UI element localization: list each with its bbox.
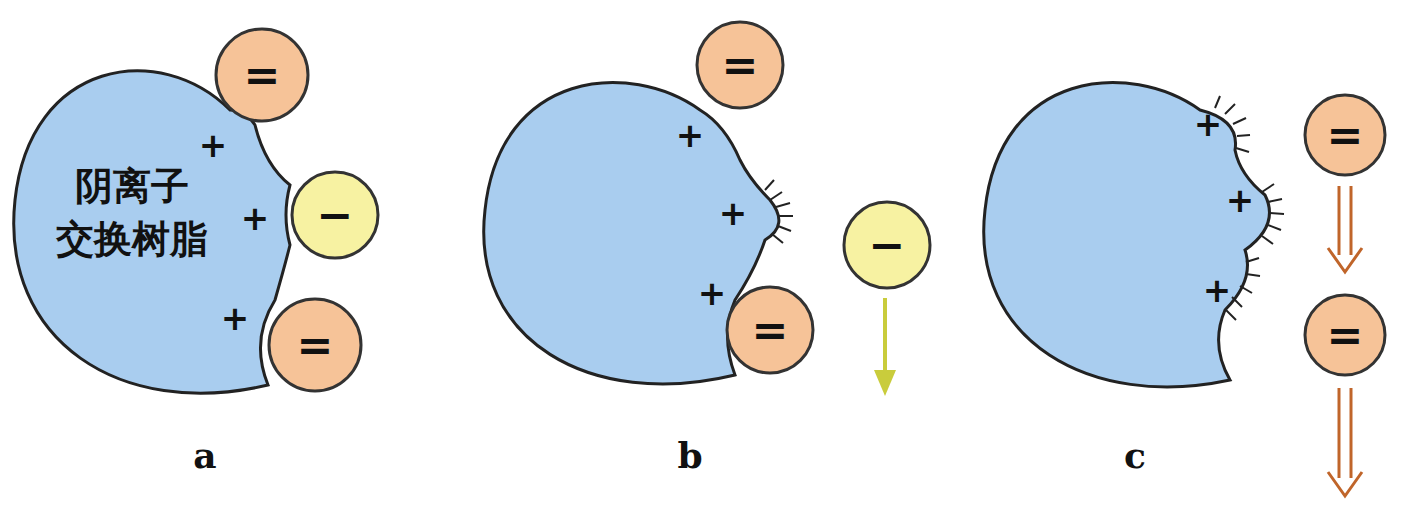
resin-label: 阴离子 交换树脂 [45,160,220,266]
panel-letter: a [193,434,216,476]
charge-sign: = [1327,113,1364,157]
charge-sign: = [297,323,334,367]
anion-circle: = [1303,293,1387,377]
fixed-charge: + [1194,107,1223,141]
anion-circle: − [290,170,380,260]
fixed-charge: + [676,118,705,152]
fixed-charge: + [241,201,270,235]
resin-blob [984,83,1270,387]
fixed-charge: + [698,276,727,310]
anion-circle: = [1303,93,1387,177]
fixed-charge: + [199,128,228,162]
anion-circle: = [695,20,785,110]
fixed-charge: + [221,301,250,335]
panel-letter: c [1124,434,1146,476]
release-arrow [874,298,896,396]
panel-letter: b [677,434,702,476]
charge-sign: = [752,308,789,352]
charge-sign: = [722,43,759,87]
anion-circle: = [267,297,363,393]
fixed-charge: + [719,196,748,230]
charge-hairs [765,180,793,243]
fixed-charge: + [1226,183,1255,217]
anion-circle: = [725,285,815,375]
charge-sign: = [1327,313,1364,357]
charge-sign: − [869,223,906,267]
fixed-charge: + [1203,273,1232,307]
charge-sign: = [244,53,281,97]
anion-circle: − [842,200,932,290]
charge-sign: − [317,193,354,237]
anion-circle: = [214,27,310,123]
